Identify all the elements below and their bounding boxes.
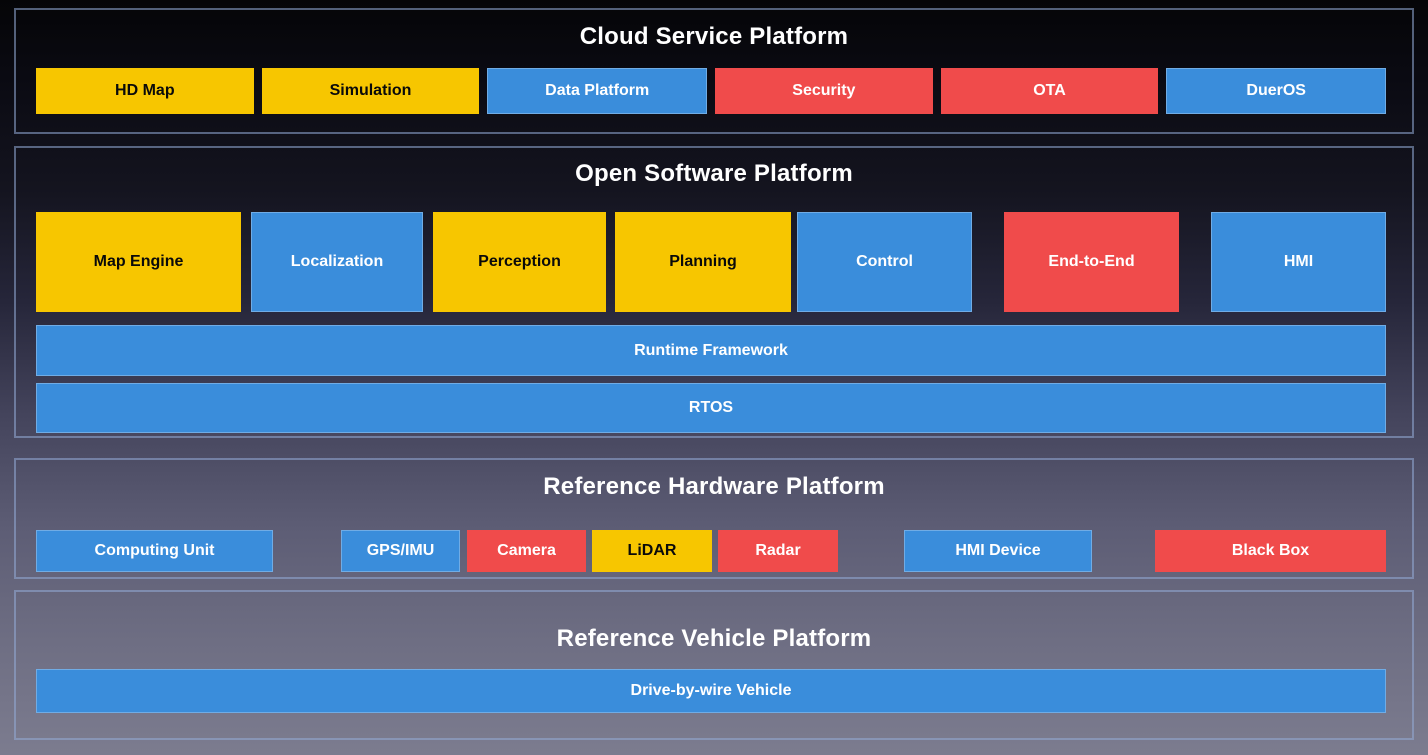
planning-box: Planning [615,212,791,312]
hmi-box: HMI [1211,212,1386,312]
rtos-bar: RTOS [36,383,1386,433]
software-modules-row: Map Engine Localization Perception Plann… [36,212,1386,312]
reference-vehicle-platform-section: Reference Vehicle Platform Drive-by-wire… [14,590,1414,740]
section-title: Open Software Platform [575,160,853,187]
hd-map-box: HD Map [36,68,254,114]
map-engine-box: Map Engine [36,212,241,312]
cloud-service-platform-section: Cloud Service Platform HD Map Simulation… [14,8,1414,134]
open-software-platform-section: Open Software Platform Map Engine Locali… [14,146,1414,438]
localization-box: Localization [251,212,423,312]
camera-box: Camera [467,530,586,572]
dueros-box: DuerOS [1166,68,1387,114]
lidar-box: LiDAR [592,530,712,572]
cloud-service-row: HD Map Simulation Data Platform Security… [36,68,1387,114]
security-box: Security [715,68,933,114]
computing-unit-box: Computing Unit [36,530,273,572]
section-title: Cloud Service Platform [579,23,849,50]
perception-box: Perception [433,212,606,312]
end-to-end-box: End-to-End [1004,212,1179,312]
radar-box: Radar [718,530,838,572]
hardware-devices-row: Computing Unit GPS/IMU Camera LiDAR Rada… [36,530,1386,572]
hmi-device-box: HMI Device [904,530,1092,572]
ota-box: OTA [940,68,1159,114]
drive-by-wire-vehicle-bar: Drive-by-wire Vehicle [36,669,1386,713]
black-box-box: Black Box [1155,530,1386,572]
data-platform-box: Data Platform [487,68,708,114]
section-title: Reference Hardware Platform [543,473,885,500]
reference-hardware-platform-section: Reference Hardware Platform Computing Un… [14,458,1414,579]
control-box: Control [797,212,972,312]
simulation-box: Simulation [261,68,480,114]
section-title: Reference Vehicle Platform [556,625,872,652]
runtime-framework-bar: Runtime Framework [36,325,1386,376]
gps-imu-box: GPS/IMU [341,530,460,572]
